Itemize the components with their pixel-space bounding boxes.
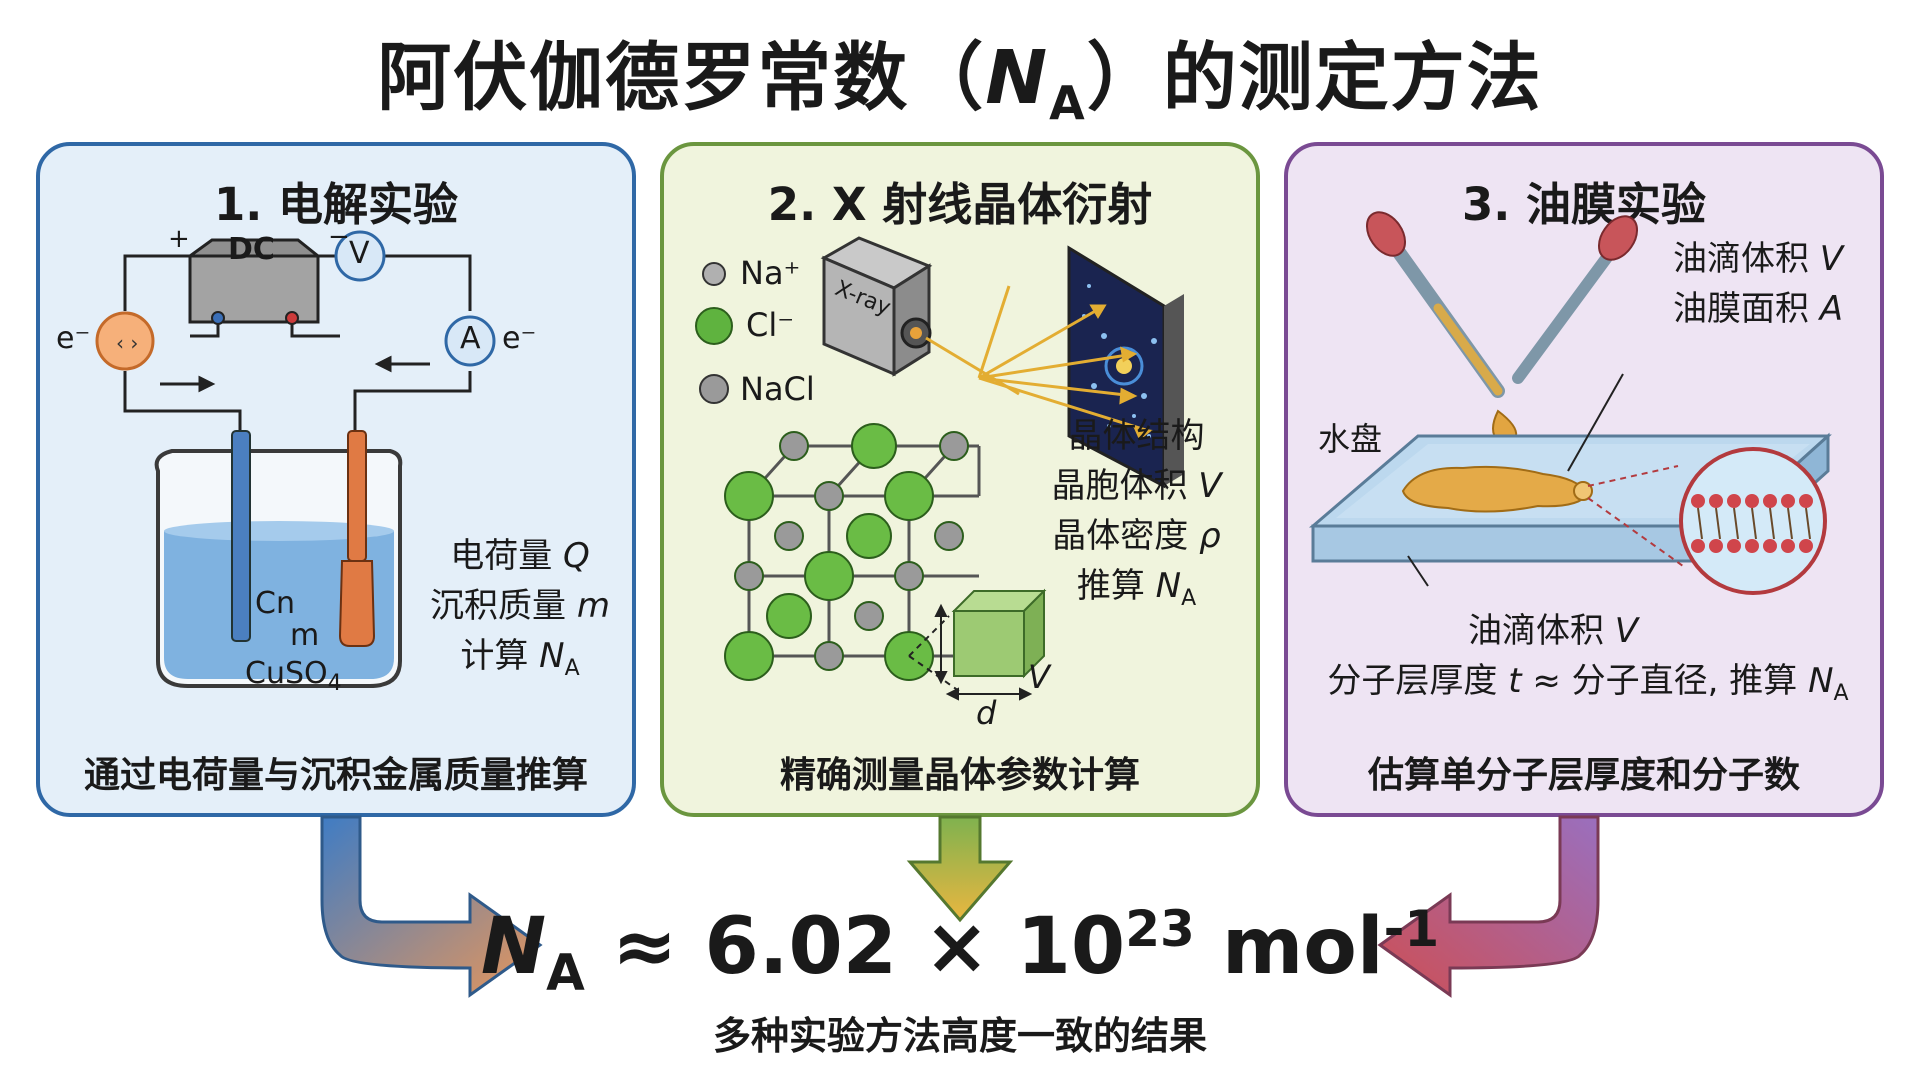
panel-electrolysis: 1. 电解实验 [36, 142, 636, 817]
electron-label-left: e⁻ [56, 321, 91, 356]
arrow-from-electrolysis [320, 815, 543, 998]
cathode-label: Cn [255, 586, 295, 621]
note-derive: 推算 NA [1076, 566, 1197, 611]
result-unit-exponent: -1 [1383, 900, 1440, 958]
title-symbol: N [985, 35, 1050, 121]
title-main: 阿伏伽德罗常数（ [377, 35, 986, 121]
oil-film-illustration [1308, 211, 1832, 595]
edge-length-label: d [976, 694, 997, 732]
solution-label: CuSO4 [245, 656, 342, 696]
wire-left-top [123, 254, 190, 311]
result-unit: mol [1194, 902, 1384, 992]
wire-dc-neg [190, 322, 220, 338]
diffracted-beams [925, 285, 1153, 441]
svg-text:‹ ›: ‹ › [116, 331, 138, 355]
note-mass: 沉积质量 m [430, 586, 610, 626]
voltmeter-label: V [349, 236, 370, 271]
note-structure: 晶体结构 [1068, 416, 1205, 456]
oil-bottom-notes: 油滴体积 V 分子层厚度 t ≈ 分子直径, 推算 NA [1288, 606, 1888, 719]
title-tail: ）的测定方法 [1086, 35, 1543, 121]
caption-electrolysis: 通过电荷量与沉积金属质量推算 [83, 755, 588, 796]
nacl-lattice-atoms [724, 423, 969, 681]
dc-label: DC [228, 232, 275, 267]
oil-top-notes: 油滴体积 V 油膜面积 A [1638, 234, 1878, 334]
legend-nacl: NaCl [740, 370, 815, 408]
arrow-from-oil-film [1377, 815, 1600, 998]
xray-illustration [695, 236, 1184, 701]
panel-title-oil-film: 3. 油膜实验 [1461, 178, 1707, 231]
plus-label: + [168, 224, 190, 254]
electrolysis-notes: 电荷量 Q 沉积质量 m 计算 NA [410, 531, 630, 694]
result-symbol: N [480, 902, 547, 992]
note-film-area: 油膜面积 A [1672, 289, 1844, 329]
title-subscript: A [1049, 75, 1087, 130]
page-title: 阿伏伽德罗常数（NA）的测定方法 [0, 18, 1920, 130]
anode-plate [338, 560, 376, 647]
voltmeter-icon [334, 230, 386, 282]
electron-source-icon [95, 311, 155, 371]
note-drop-volume-bottom: 油滴体积 V [1467, 611, 1639, 651]
wire-left-bottom [123, 371, 242, 431]
caption-xray: 精确测量晶体参数计算 [779, 755, 1140, 796]
panel-oil-film: 3. 油膜实验 [1284, 142, 1884, 817]
electrolyte-solution [164, 531, 394, 679]
result-formula: NA ≈ 6.02 × 1023 mol-1 [0, 900, 1920, 1002]
legend-na: Na⁺ [740, 254, 801, 292]
result-exponent: 23 [1125, 900, 1195, 958]
note-density: 晶体密度 ρ [1052, 516, 1221, 556]
arrow-from-xray [906, 815, 1014, 923]
xray-notes: 晶体结构 晶胞体积 V 晶体密度 ρ 推算 NA [1019, 411, 1254, 624]
ammeter-label: A [460, 321, 481, 356]
mass-label: m [290, 618, 320, 653]
result-caption: 多种实验方法高度一致的结果 [712, 1014, 1207, 1058]
note-thickness: 分子层厚度 t ≈ 分子直径, 推算 NA [1327, 661, 1849, 706]
dropper-left-icon [1365, 211, 1505, 398]
tray-label: 水盘 [1318, 420, 1383, 458]
wire-volt-amm [380, 254, 472, 311]
result-subscript: A [546, 943, 585, 1002]
legend-cl: Cl⁻ [746, 306, 795, 344]
minus-label: − [328, 222, 350, 252]
wire-right-bottom [353, 371, 472, 431]
note-cell-volume: 晶胞体积 V [1051, 466, 1222, 506]
panel-xray: 2. X 射线晶体衍射 [660, 142, 1260, 817]
dc-power-supply [185, 238, 323, 325]
wire-dc-pos [290, 322, 340, 338]
cell-volume-label: V [1028, 658, 1050, 696]
panel-title-electrolysis: 1. 电解实验 [213, 178, 459, 231]
cathode-rod [231, 430, 251, 642]
na-ion-icon [702, 262, 726, 286]
xray-source-icon [820, 236, 933, 377]
unit-cell-cube [951, 588, 1047, 679]
nacl-icon [699, 374, 729, 404]
note-compute: 计算 NA [460, 636, 580, 681]
ammeter-icon [444, 315, 496, 367]
cl-ion-icon [695, 307, 733, 345]
monolayer-zoom-icon [1679, 447, 1827, 595]
dropper-right-icon [1512, 215, 1639, 384]
electron-label-right: e⁻ [502, 321, 537, 356]
note-drop-volume-top: 油滴体积 V [1672, 239, 1844, 279]
result-value: ≈ 6.02 × 10 [584, 902, 1126, 992]
electrolysis-illustration: ‹ › [95, 230, 496, 688]
caption-oil-film: 估算单分子层厚度和分子数 [1367, 755, 1800, 796]
panel-title-xray: 2. X 射线晶体衍射 [767, 178, 1153, 231]
note-charge: 电荷量 Q [450, 536, 590, 576]
